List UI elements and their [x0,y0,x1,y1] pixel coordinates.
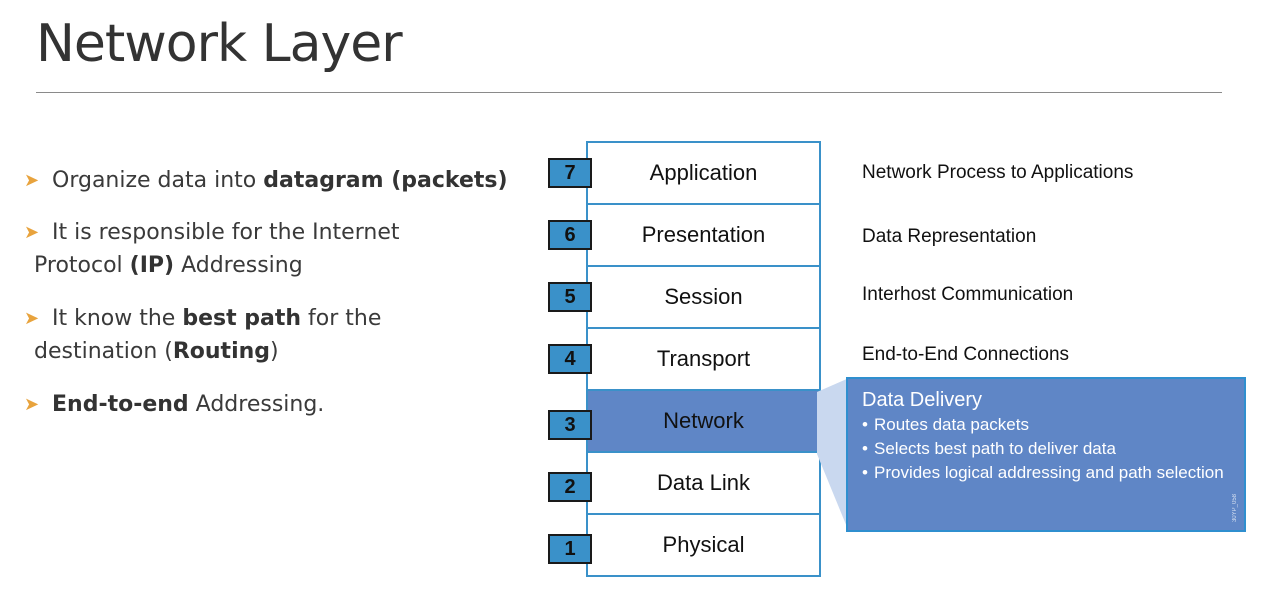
bullet-item-3: ➤ It know the best path for the destinati… [24,302,534,368]
bullet-text-line-2: Protocol (IP) Addressing [34,253,303,278]
layer-number-7: 7 [548,158,592,188]
callout-item: Routes data packets [862,415,1230,435]
layer-description-application: Network Process to Applications [862,162,1134,183]
layer-number-1: 1 [548,534,592,564]
bullet-item-2: ➤ It is responsible for the Internet Prot… [24,216,534,282]
callout-list: Routes data packets Selects best path to… [862,415,1230,483]
arrow-bullet-icon: ➤ [24,394,40,415]
layer-description-transport: End-to-End Connections [862,344,1070,365]
callout-connector [817,378,849,532]
layer-number-4: 4 [548,344,592,374]
layer-number-2: 2 [548,472,592,502]
callout-item: Selects best path to deliver data [862,439,1230,459]
network-layer-callout: Data Delivery Routes data packets Select… [846,377,1246,532]
layer-number-3: 3 [548,410,592,440]
layer-description-presentation: Data Representation [862,226,1037,247]
figure-id-watermark: 30YP_058 [1232,493,1238,522]
layer-description-session: Interhost Communication [862,284,1074,305]
callout-title: Data Delivery [862,389,983,411]
bullet-text-line-1: It know the best path for the [52,306,382,331]
layer-transport: Transport [588,327,819,389]
arrow-bullet-icon: ➤ [24,308,40,329]
bullet-item-4: ➤ End-to-end Addressing. [24,388,534,421]
layer-session: Session [588,265,819,327]
layer-application: Application [588,143,819,203]
title-divider [36,92,1222,93]
osi-layer-stack: Application Presentation Session Transpo… [586,141,821,577]
layer-data-link: Data Link [588,451,819,513]
layer-number-6: 6 [548,220,592,250]
arrow-bullet-icon: ➤ [24,170,40,191]
callout-item: Provides logical addressing and path sel… [862,463,1230,483]
layer-physical: Physical [588,513,819,575]
arrow-bullet-icon: ➤ [24,222,40,243]
bullet-text-line-2: destination (Routing) [34,339,279,364]
bullet-text-line-1: It is responsible for the Internet [52,220,400,245]
slide-title: Network Layer [36,14,403,74]
bullet-item-1: ➤ Organize data into datagram (packets) [24,164,534,197]
bullet-text: End-to-end Addressing. [52,392,325,417]
bullet-text: Organize data into datagram (packets) [52,168,508,193]
layer-network: Network [588,389,819,451]
layer-presentation: Presentation [588,203,819,265]
layer-number-5: 5 [548,282,592,312]
